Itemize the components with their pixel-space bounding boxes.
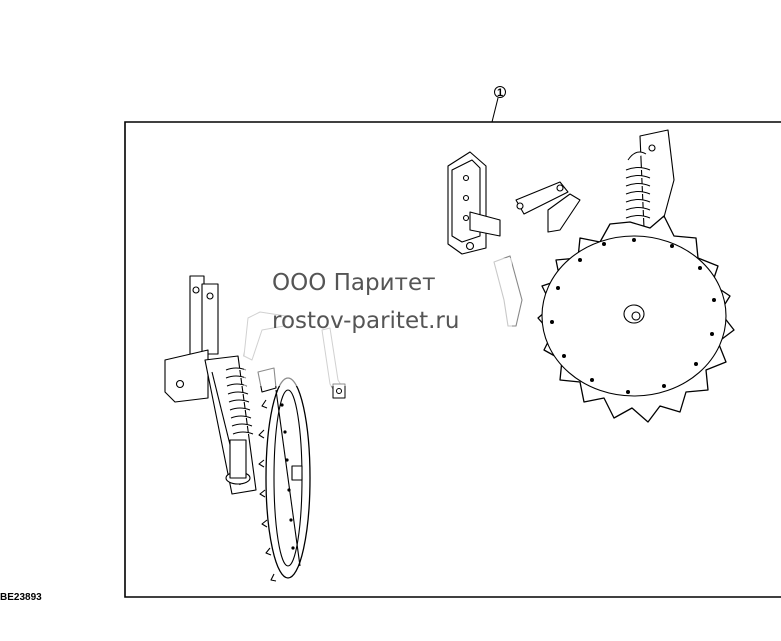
watermark-background [244, 258, 512, 386]
callout-1: 1 [491, 86, 506, 123]
watermark-website: rostov-paritet.ru [272, 308, 460, 334]
figure-reference-code: BE23893 [0, 592, 42, 603]
callout-number: 1 [497, 87, 503, 99]
diagram-frame [124, 121, 781, 598]
watermark-company-name: ООО Паритет [272, 270, 436, 296]
closing-wheel-assembly-front [447, 129, 735, 423]
